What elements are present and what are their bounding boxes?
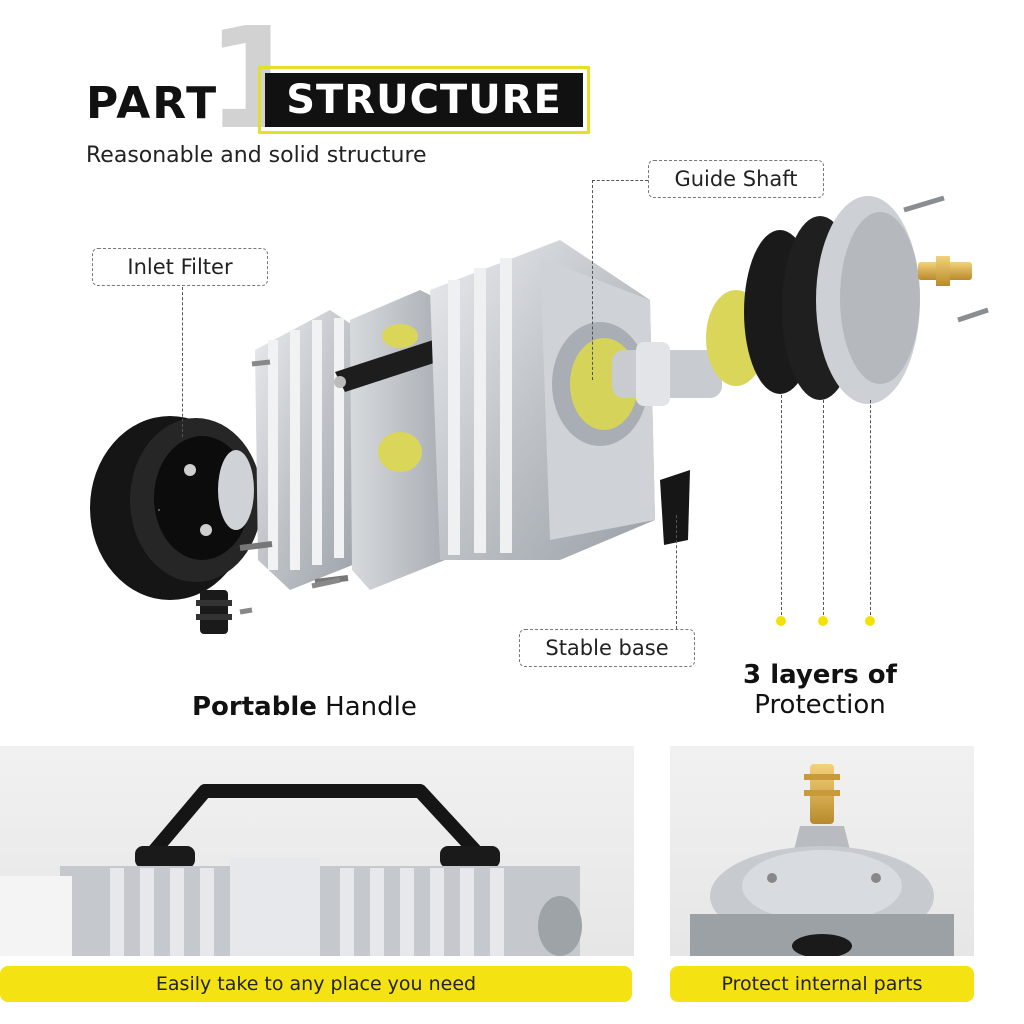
layer-leader-1	[781, 395, 782, 615]
subtitle: Reasonable and solid structure	[86, 143, 427, 168]
right-cylinder-block	[430, 240, 690, 560]
portable-handle-bold: Portable	[192, 692, 317, 722]
stable-base-callout: Stable base	[519, 629, 695, 667]
exploded-pump-illustration	[90, 195, 989, 634]
protection-heading-line1: 3 layers of	[743, 660, 897, 690]
middle-chamber	[350, 290, 445, 590]
handle-photo	[0, 746, 634, 956]
part-label: PART	[86, 78, 219, 129]
portable-handle-rest: Handle	[316, 692, 417, 722]
guide-shaft-part	[612, 342, 722, 406]
protection-banner: Protect internal parts	[670, 966, 974, 1002]
protection-layers	[706, 195, 989, 404]
portable-handle-heading: Portable Handle	[192, 692, 417, 722]
section-title-frame: STRUCTURE	[258, 66, 590, 134]
guide-shaft-leader-h	[592, 180, 648, 181]
section-title: STRUCTURE	[265, 73, 583, 127]
stable-base-leader	[676, 515, 677, 629]
layer-leader-2	[823, 400, 824, 615]
layer-dot-3	[865, 616, 875, 626]
inlet-filter-leader	[182, 287, 183, 437]
layer-leader-3	[870, 400, 871, 615]
handle-photo-illustration	[0, 784, 582, 956]
protection-photo	[670, 746, 974, 956]
protection-heading-line2: Protection	[754, 690, 886, 720]
handle-banner: Easily take to any place you need	[0, 966, 632, 1002]
protection-photo-illustration	[690, 764, 954, 956]
inlet-filter-callout: Inlet Filter	[92, 248, 268, 286]
guide-shaft-callout: Guide Shaft	[648, 160, 824, 198]
layer-dot-2	[818, 616, 828, 626]
screws	[239, 359, 341, 615]
layer-dot-1	[776, 616, 786, 626]
protection-heading: 3 layers of Protection	[720, 660, 920, 720]
guide-shaft-leader-v	[592, 180, 593, 380]
